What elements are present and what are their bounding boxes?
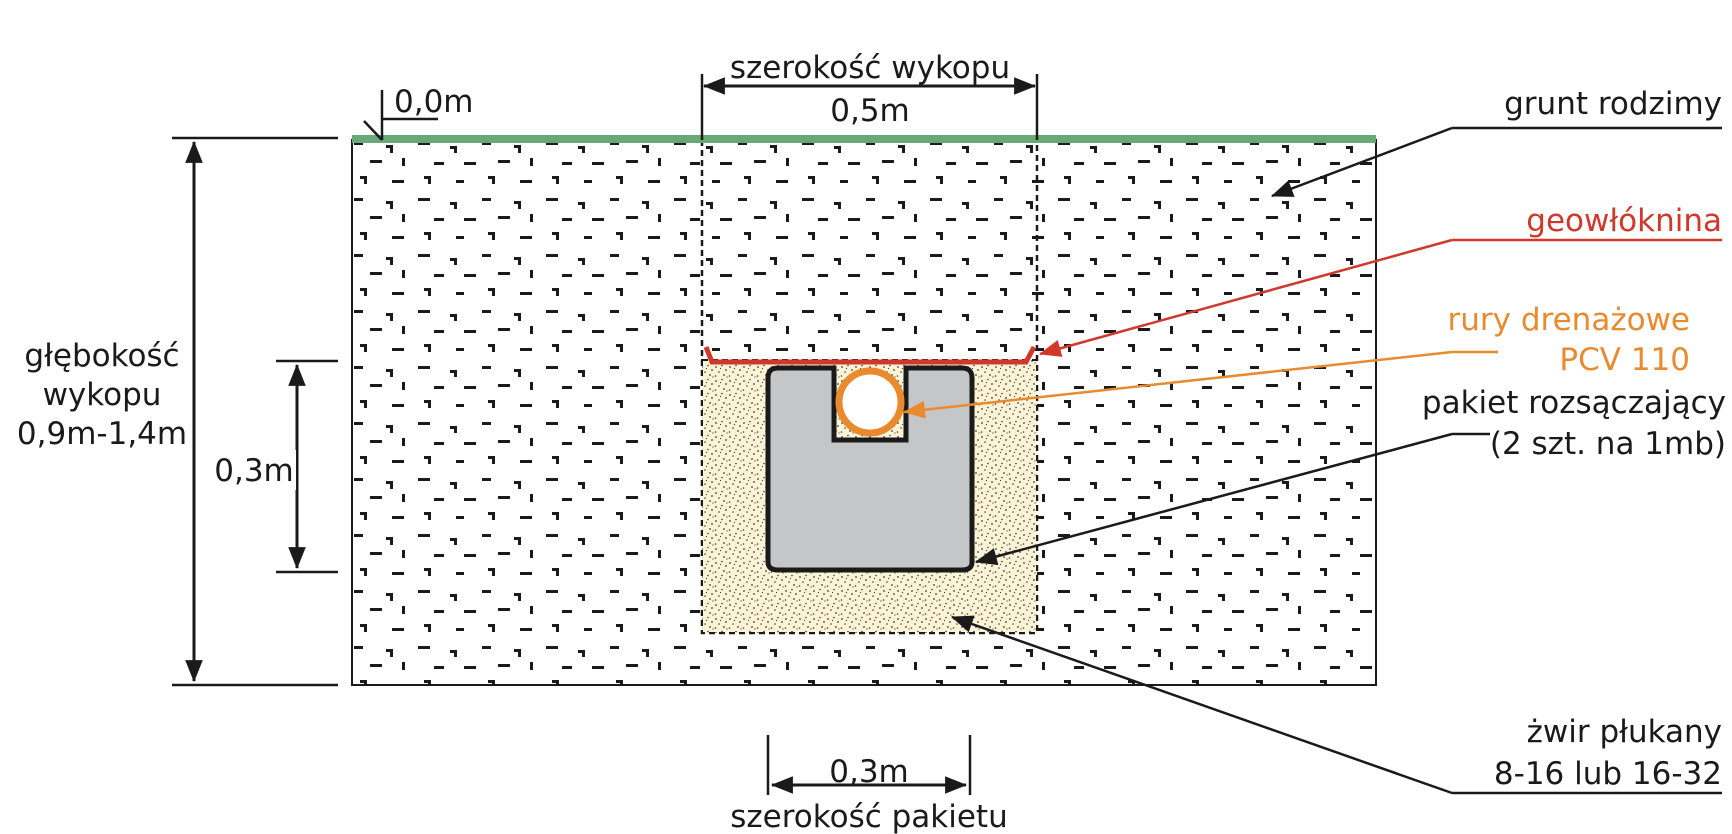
gravel-callout: żwir płukany 8-16 lub 16-32	[950, 615, 1722, 795]
geotextile-label: geowłóknina	[1526, 203, 1722, 239]
geotextile-callout: geowłóknina	[1038, 203, 1722, 357]
package-height-dimension: 0,3m	[214, 359, 338, 574]
trench-width-value: 0,5m	[830, 93, 910, 129]
package-width-dimension: 0,3m szerokość pakietu	[730, 735, 1008, 834]
native-soil-label: grunt rodzimy	[1504, 86, 1722, 122]
gravel-label-line1: żwir płukany	[1527, 714, 1722, 750]
surface-level-label: 0,0m	[394, 84, 474, 120]
package-width-value: 0,3m	[829, 754, 909, 790]
drainage-pipe	[835, 367, 905, 437]
drainage-pipe-callout: rury drenażowe PCV 110	[902, 302, 1690, 419]
trench-width-dimension: szerokość wykopu 0,5m	[700, 50, 1039, 140]
geotextile-layer	[703, 345, 1037, 365]
depth-label-line3: 0,9m-1,4m	[17, 416, 187, 452]
pipe-label-line2: PCV 110	[1559, 342, 1690, 378]
depth-label-line1: głębokość	[24, 338, 179, 374]
package-label-line1: pakiet rozsączający	[1422, 385, 1726, 421]
gravel-label-line2: 8-16 lub 16-32	[1494, 756, 1722, 792]
infiltration-package	[765, 365, 975, 573]
trench-width-title: szerokość wykopu	[730, 50, 1010, 86]
trench-depth-dimension: głębokość wykopu 0,9m-1,4m	[8, 136, 338, 687]
depth-label-line2: wykopu	[43, 377, 162, 413]
native-soil-callout: grunt rodzimy	[1270, 86, 1722, 198]
surface-level-marker: 0,0m	[363, 84, 474, 141]
package-width-title: szerokość pakietu	[730, 799, 1008, 834]
package-label-line2: (2 szt. na 1mb)	[1490, 426, 1726, 462]
package-height-label: 0,3m	[214, 453, 294, 489]
pipe-label-line1: rury drenażowe	[1448, 302, 1690, 338]
infiltration-package-callout: pakiet rozsączający (2 szt. na 1mb)	[974, 385, 1726, 566]
